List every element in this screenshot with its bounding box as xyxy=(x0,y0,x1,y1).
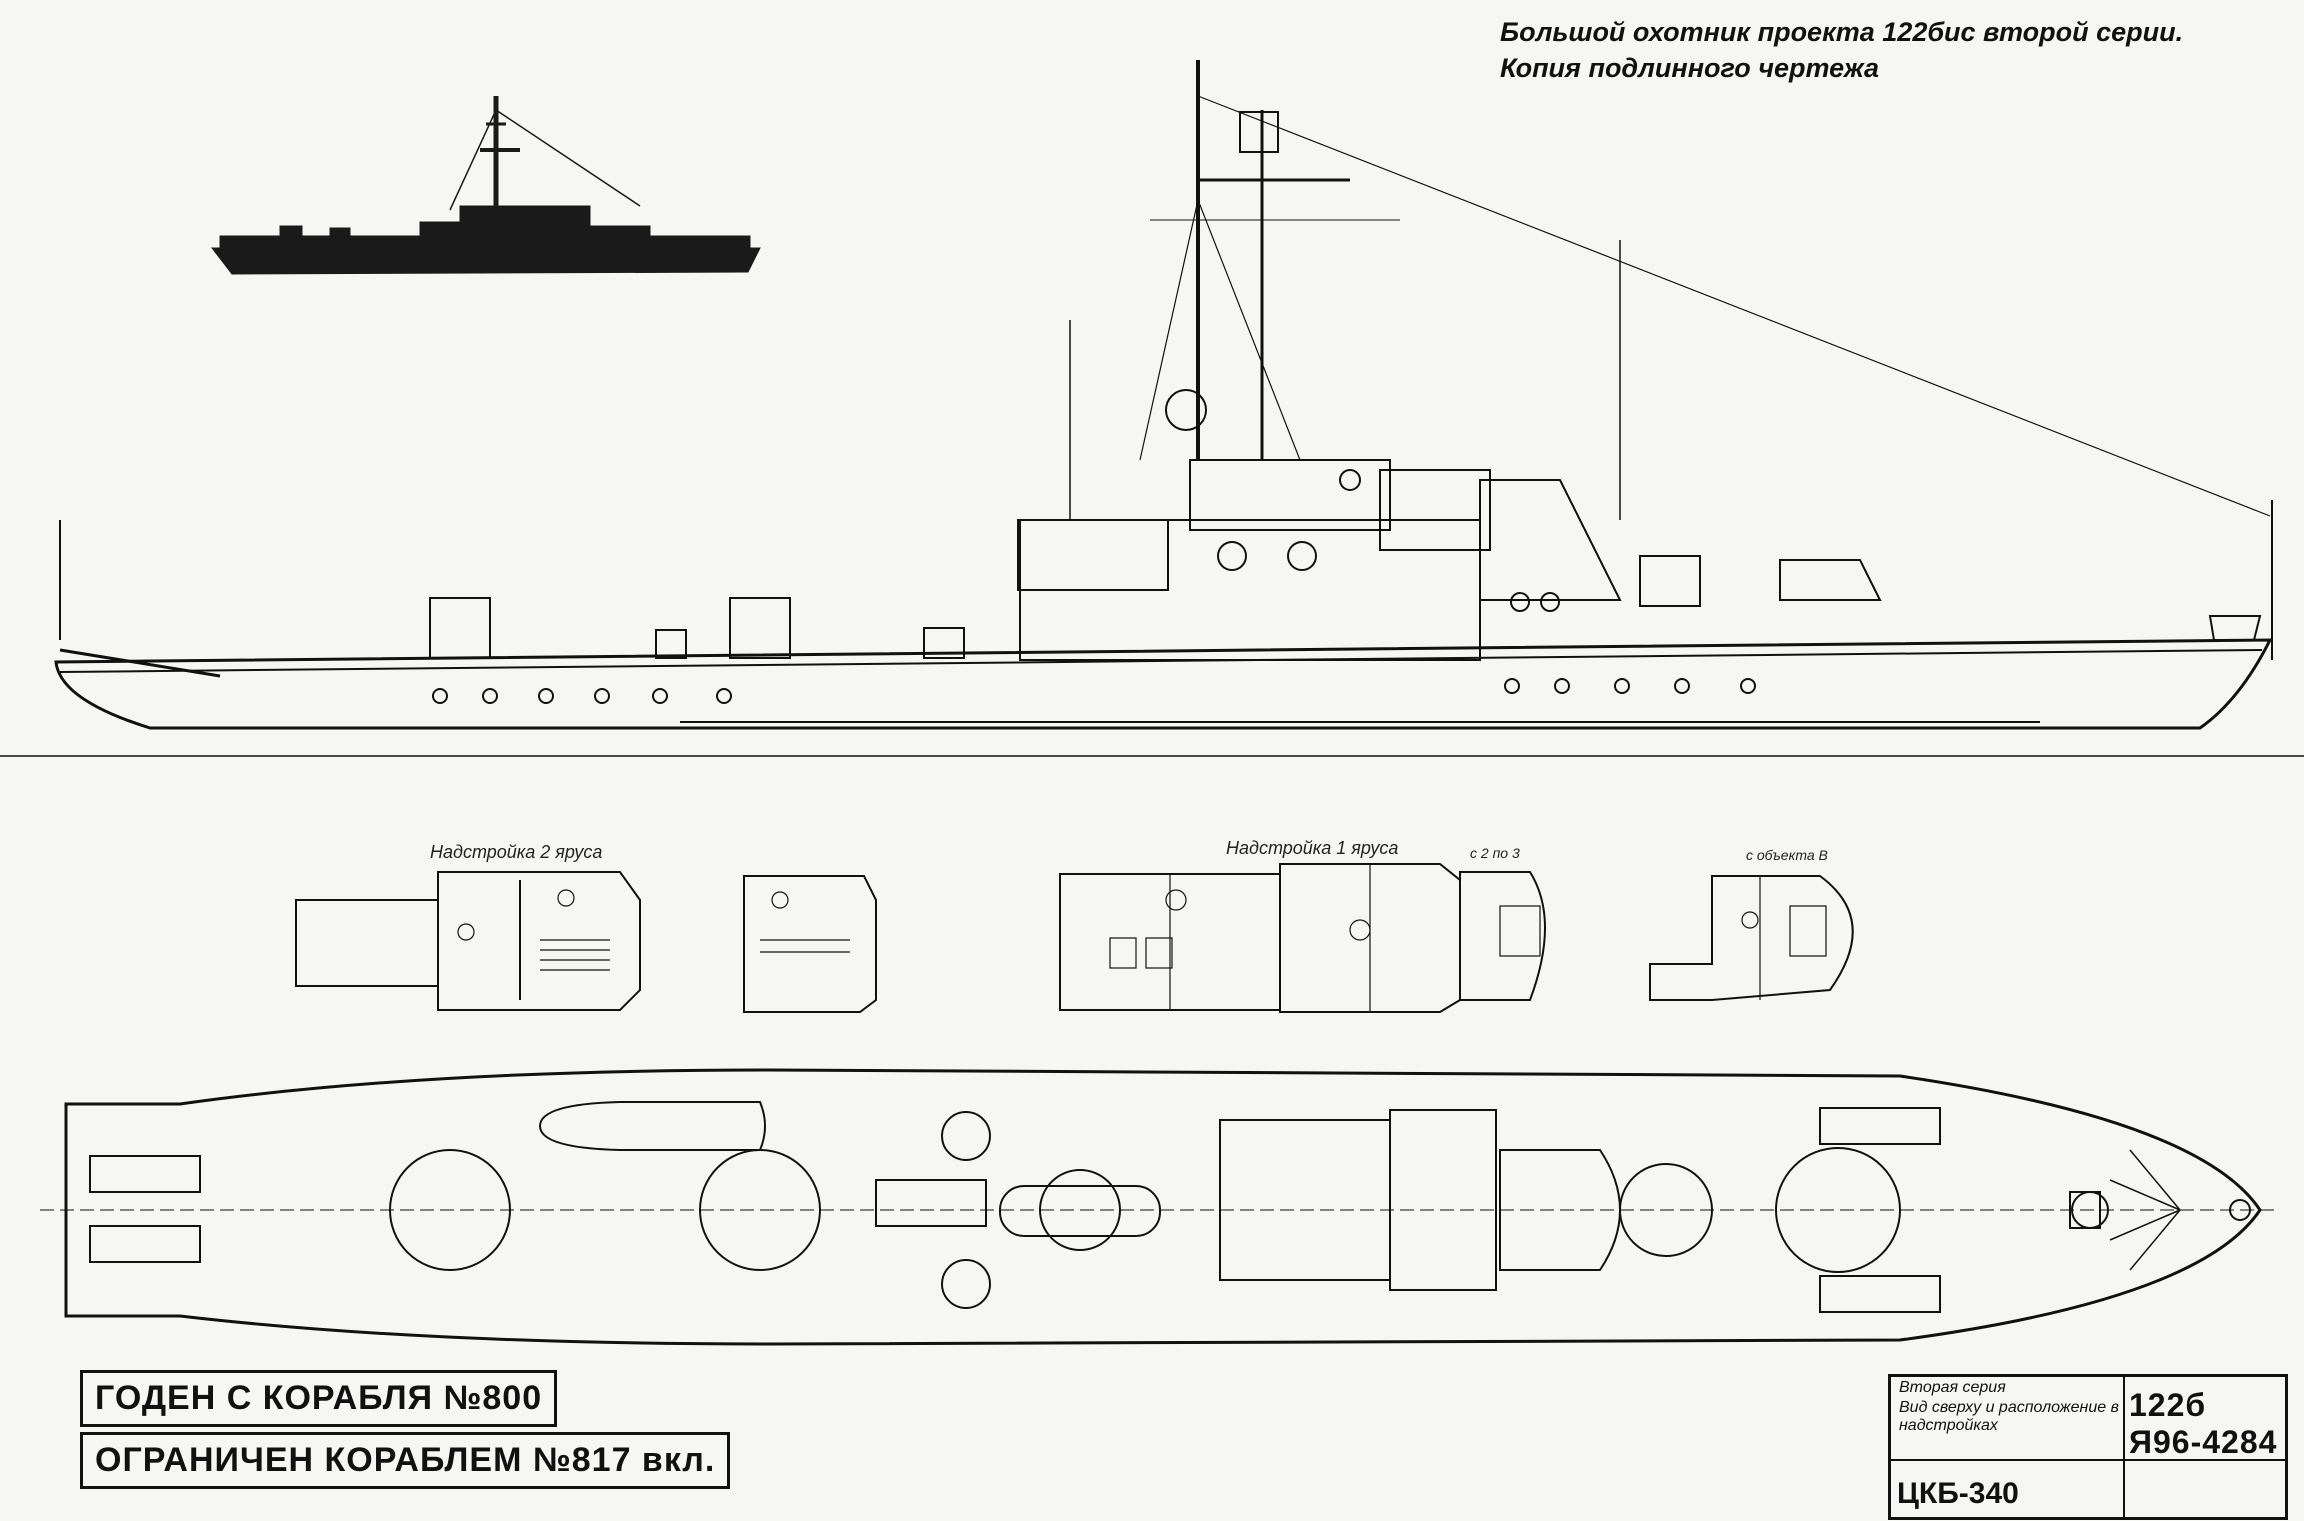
ship-silhouette xyxy=(210,96,761,275)
series-label: Вторая серия xyxy=(1899,1379,2006,1396)
sheet-description: Вид сверху и расположение в надстройках xyxy=(1899,1399,2119,1434)
plan-label-frame-c: с объекта В xyxy=(1746,847,1828,863)
stamp-valid-from: ГОДЕН С КОРАБЛЯ №800 xyxy=(80,1370,558,1427)
title-block-divider xyxy=(2123,1377,2125,1517)
drawing-title: Большой охотник проекта 122бис второй се… xyxy=(1500,14,2183,86)
stamp-limited-by: ОГРАНИЧЕН КОРАБЛЕМ №817 вкл. xyxy=(80,1432,731,1489)
side-elevation xyxy=(0,60,2304,757)
plan-label-deck2: Надстройка 2 яруса xyxy=(430,842,602,862)
plan-label-deck1: Надстройка 1 яруса xyxy=(1226,838,1398,858)
bureau-code: ЦКБ-340 xyxy=(1897,1477,2019,1510)
plan-label-frame-b: с 2 по 3 xyxy=(1470,845,1520,861)
title-block: Вторая серия Вид сверху и расположение в… xyxy=(1888,1374,2288,1520)
top-view-plan xyxy=(40,1068,2280,1346)
title-line-1: Большой охотник проекта 122бис второй се… xyxy=(1500,17,2184,47)
drawing-number: 122б Я96-4284 xyxy=(2129,1387,2278,1460)
title-line-2: Копия подлинного чертежа xyxy=(1500,53,1880,83)
superstructure-plans xyxy=(295,863,1854,1013)
title-block-rule xyxy=(1891,1459,2285,1461)
